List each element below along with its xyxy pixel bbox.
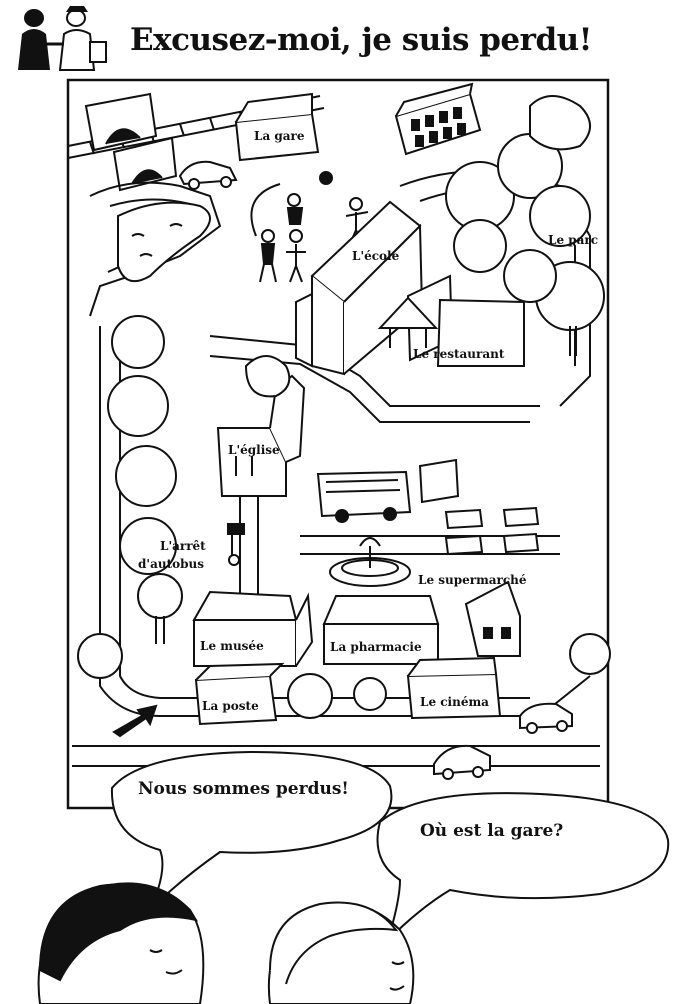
park-trees bbox=[445, 95, 605, 356]
post-office-building bbox=[194, 662, 285, 726]
label-ecole: L'école bbox=[352, 249, 400, 263]
label-eglise: L'église bbox=[228, 443, 280, 457]
map-border bbox=[66, 78, 610, 810]
car-bottom-right bbox=[519, 702, 573, 734]
pond bbox=[117, 201, 211, 283]
bus-stop-sign bbox=[227, 523, 245, 566]
children-playing bbox=[250, 171, 369, 283]
label-pharmacie: La pharmacie bbox=[330, 640, 422, 654]
start-arrow-icon bbox=[112, 704, 158, 738]
child-right-illustration bbox=[267, 901, 415, 1004]
label-arret-line2: d'autobus bbox=[138, 557, 204, 571]
label-gare: La gare bbox=[254, 129, 305, 143]
speech-bubbles: Nous sommes perdus! Où est la gare? bbox=[37, 750, 670, 1004]
child-left-illustration bbox=[37, 882, 205, 1004]
label-poste: La poste bbox=[202, 699, 259, 713]
speech-bubble-right bbox=[376, 792, 670, 941]
speech-bubble-left bbox=[110, 750, 393, 911]
label-supermarche: Le supermarché bbox=[418, 573, 527, 587]
apartment-block bbox=[394, 82, 482, 156]
label-arret-line1: L'arrêt bbox=[160, 539, 206, 553]
supermarket-building bbox=[418, 458, 521, 657]
church-building bbox=[216, 355, 306, 497]
label-musee: Le musée bbox=[200, 639, 264, 653]
speech-left-text: Nous sommes perdus! bbox=[138, 779, 349, 799]
restaurant-building bbox=[377, 274, 525, 367]
car-bottom-center bbox=[433, 744, 491, 780]
cinema-building bbox=[406, 656, 502, 720]
tunnel-right bbox=[112, 136, 178, 192]
page-title: Excusez-moi, je suis perdu! bbox=[130, 22, 592, 58]
left-trees bbox=[107, 315, 183, 644]
speech-right-text: Où est la gare? bbox=[420, 821, 563, 841]
tunnel-left bbox=[84, 92, 158, 152]
label-parc: Le parc bbox=[548, 233, 598, 247]
fountain bbox=[329, 537, 411, 587]
bus bbox=[316, 470, 412, 523]
bushes bbox=[77, 633, 611, 719]
two-people-illustration bbox=[18, 6, 107, 71]
museum-building bbox=[192, 590, 314, 667]
station-building bbox=[234, 92, 320, 162]
town-map: La gare bbox=[66, 78, 611, 810]
school-building bbox=[295, 200, 424, 376]
label-cinema: Le cinéma bbox=[420, 695, 489, 709]
label-restaurant: Le restaurant bbox=[413, 347, 505, 361]
parked-cars bbox=[444, 506, 540, 556]
car-top bbox=[178, 160, 238, 190]
